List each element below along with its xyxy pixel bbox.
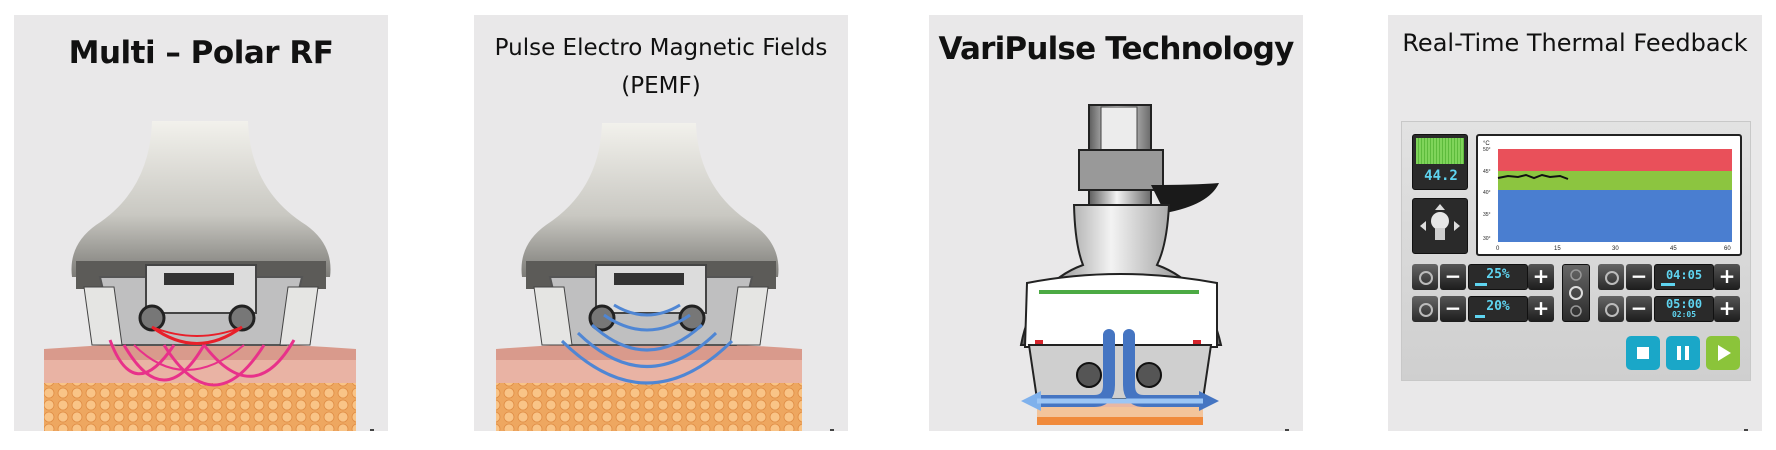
y-tick-label: 35° — [1483, 212, 1491, 218]
x-tick-label: 45 — [1670, 246, 1677, 252]
power-plus-button[interactable]: + — [1528, 296, 1554, 322]
panel-pemf: Pulse Electro Magnetic Fields (PEMF) — [474, 15, 848, 431]
panel-title: Real-Time Thermal Feedback — [1402, 29, 1748, 57]
band-upper — [1498, 149, 1732, 171]
mode-selector[interactable] — [1562, 264, 1590, 322]
thermal-chart-svg: °C 50° 45° 40° 35° 30° 0 15 30 45 60 — [1483, 141, 1732, 252]
panel-multi-polar-rf: Multi – Polar RF — [14, 15, 388, 431]
y-tick-label: 50° — [1483, 147, 1491, 153]
fan-icon — [1569, 269, 1583, 317]
pemf-applicator-illustration — [496, 123, 802, 431]
x-tick-label: 0 — [1496, 246, 1500, 252]
intensity-icon — [1412, 264, 1438, 290]
temperature-gauge: 44.2 — [1412, 134, 1468, 190]
intensity-value: 25% — [1486, 267, 1510, 282]
duration-plus-button[interactable]: + — [1714, 296, 1740, 322]
panel-title-line1: Pulse Electro Magnetic Fields — [494, 35, 828, 61]
device-screen: 44.2 °C 50° 45° 40° — [1401, 121, 1751, 381]
duration-value: 05:00 — [1665, 297, 1703, 311]
x-tick-label: 15 — [1554, 246, 1561, 252]
intensity-plus-button[interactable]: + — [1528, 264, 1554, 290]
time-value: 04:05 — [1665, 268, 1703, 282]
temperature-bar — [1416, 138, 1464, 164]
time-value-display: 04:05 — [1654, 264, 1714, 290]
intensity-value-display: 25% — [1468, 264, 1528, 290]
temperature-readout: 44.2 — [1424, 168, 1458, 184]
band-middle — [1498, 171, 1732, 190]
thermal-chart: °C 50° 45° 40° 35° 30° 0 15 30 45 60 — [1476, 134, 1742, 256]
alarm-clock-icon — [1598, 296, 1624, 322]
power-value: 20% — [1486, 299, 1510, 314]
temperature-trace — [1497, 173, 1569, 180]
duration-minus-button[interactable]: − — [1626, 296, 1652, 322]
x-axis-ticks: 0 15 30 45 60 — [1496, 246, 1731, 252]
target-icon — [1412, 296, 1438, 322]
duration-elapsed: 02:05 — [1671, 310, 1697, 319]
stop-icon — [1637, 347, 1649, 359]
power-minus-button[interactable]: − — [1440, 296, 1466, 322]
varipulse-cross-section-illustration — [1019, 104, 1223, 425]
time-minus-button[interactable]: − — [1626, 264, 1652, 290]
panel-title: Multi – Polar RF — [68, 35, 334, 71]
intensity-minus-button[interactable]: − — [1440, 264, 1466, 290]
panel-title: VariPulse Technology — [938, 31, 1294, 67]
pause-button[interactable] — [1666, 336, 1700, 370]
stop-button[interactable] — [1626, 336, 1660, 370]
time-plus-button[interactable]: + — [1714, 264, 1740, 290]
panel-varipulse: VariPulse Technology — [929, 15, 1303, 431]
band-lower — [1498, 190, 1732, 242]
play-button[interactable] — [1706, 336, 1740, 370]
y-tick-label: 40° — [1483, 190, 1491, 196]
panel-thermal-feedback: Real-Time Thermal Feedback 44.2 °C — [1388, 15, 1762, 431]
chart-y-unit: °C — [1483, 141, 1490, 147]
pause-icon — [1677, 346, 1681, 360]
panel-title: Pulse Electro Magnetic Fields (PEMF) — [474, 29, 848, 105]
x-tick-label: 60 — [1724, 246, 1731, 252]
panel-title-line2: (PEMF) — [621, 73, 701, 99]
rf-applicator-illustration — [44, 121, 356, 431]
power-value-display: 20% — [1468, 296, 1528, 322]
tissue-base — [1037, 415, 1203, 425]
duration-value-display: 05:00 02:05 — [1654, 296, 1714, 322]
applicator-icon — [1420, 204, 1460, 240]
y-axis-ticks: 50° 45° 40° 35° 30° — [1483, 147, 1491, 242]
applicator-navigation-pad[interactable] — [1412, 198, 1468, 254]
timer-icon — [1598, 264, 1624, 290]
applicator-dome — [521, 123, 779, 277]
x-tick-label: 30 — [1612, 246, 1619, 252]
y-tick-label: 30° — [1483, 236, 1491, 242]
play-icon — [1718, 345, 1731, 361]
y-tick-label: 45° — [1483, 169, 1491, 175]
applicator-dome — [71, 121, 331, 277]
